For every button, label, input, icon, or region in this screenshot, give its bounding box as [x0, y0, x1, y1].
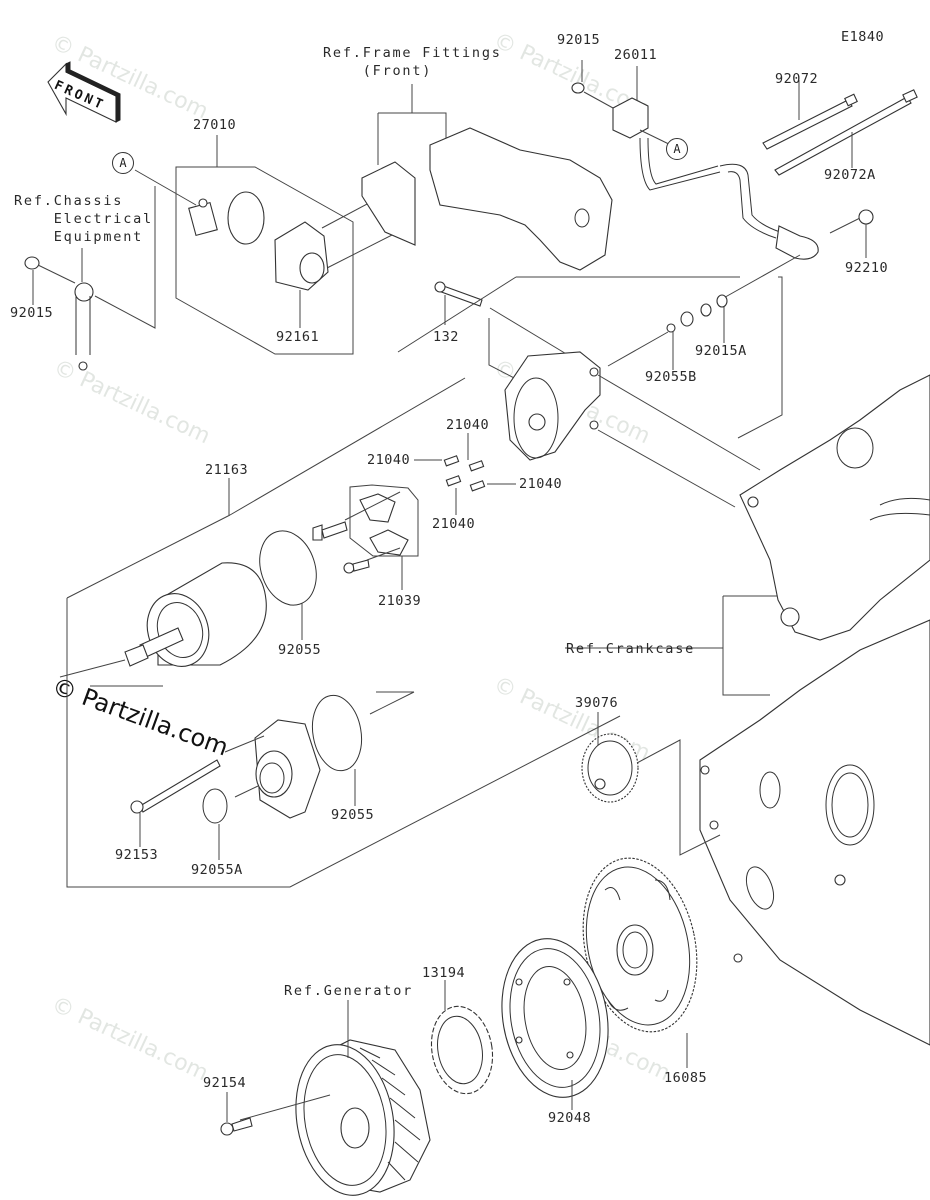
- bolt-132-part[interactable]: [434, 281, 483, 325]
- one-way-clutch-part: [430, 980, 494, 1095]
- starter-gear-part: [582, 857, 698, 1068]
- cable-ties-part: [762, 80, 918, 176]
- part-label-16085[interactable]: 16085: [664, 1070, 708, 1086]
- idle-gear-part: [581, 712, 721, 856]
- diagram-code: E1840: [841, 29, 885, 45]
- part-label-21040-b[interactable]: 21040: [446, 417, 490, 433]
- brush-springs-part: [414, 433, 516, 515]
- part-label-92154[interactable]: 92154: [203, 1075, 247, 1091]
- part-label-92055B[interactable]: 92055B: [645, 369, 697, 385]
- part-label-92161[interactable]: 92161: [276, 329, 320, 345]
- part-label-21039[interactable]: 21039: [378, 593, 422, 609]
- brush-holder-part: [312, 484, 419, 590]
- callout-a-right[interactable]: A: [666, 138, 688, 160]
- starter-motor-part[interactable]: [59, 562, 267, 687]
- bolt-92154-part: [220, 1092, 253, 1136]
- ref-chassis-electrical[interactable]: Ref.Chassis Electrical Equipment: [14, 193, 153, 245]
- frame-fitting-part: [361, 127, 613, 271]
- part-label-92015-chassis[interactable]: 92015: [10, 305, 54, 321]
- part-label-92015-relay[interactable]: 92015: [557, 32, 601, 48]
- part-label-92048[interactable]: 92048: [548, 1110, 592, 1126]
- part-label-21040-c[interactable]: 21040: [519, 476, 563, 492]
- end-cover-part: [504, 351, 761, 508]
- relay-damper-part[interactable]: [274, 221, 329, 328]
- chassis-lead-part: [24, 248, 94, 371]
- ref-crankcase[interactable]: Ref.Crankcase: [566, 641, 696, 657]
- starter-lead-part: [571, 60, 874, 301]
- ref-frame-fittings[interactable]: Ref.Frame Fittings (Front): [323, 45, 502, 79]
- part-label-92072A[interactable]: 92072A: [824, 167, 876, 183]
- washers-part: [607, 294, 728, 370]
- o-ring-92055-upper: [259, 530, 317, 640]
- long-bolt-92153-part: [130, 759, 221, 847]
- part-label-92153[interactable]: 92153: [115, 847, 159, 863]
- part-label-92210[interactable]: 92210: [845, 260, 889, 276]
- part-label-13194[interactable]: 13194: [422, 965, 466, 981]
- crankcase-part: [699, 374, 930, 1046]
- part-label-92055A[interactable]: 92055A: [191, 862, 243, 878]
- part-label-132[interactable]: 132: [433, 329, 459, 345]
- part-label-92055-lower[interactable]: 92055: [331, 807, 375, 823]
- starter-relay-part[interactable]: [188, 191, 265, 245]
- o-ring-92055-lower: [311, 691, 415, 806]
- part-label-39076[interactable]: 39076: [575, 695, 619, 711]
- part-label-27010[interactable]: 27010: [193, 117, 237, 133]
- part-label-26011[interactable]: 26011: [614, 47, 658, 63]
- front-cover-part: [224, 719, 321, 819]
- part-label-21163[interactable]: 21163: [205, 462, 249, 478]
- o-ring-92055A-part: [202, 788, 228, 860]
- part-label-21040-d[interactable]: 21040: [432, 516, 476, 532]
- clutch-holder-part: [501, 938, 609, 1110]
- callout-a-left[interactable]: A: [112, 152, 134, 174]
- part-label-92055-upper[interactable]: 92055: [278, 642, 322, 658]
- part-label-92072[interactable]: 92072: [775, 71, 819, 87]
- part-label-92015A[interactable]: 92015A: [695, 343, 747, 359]
- ref-generator[interactable]: Ref.Generator: [284, 983, 414, 999]
- generator-rotor-part: [239, 1000, 431, 1196]
- front-arrow-icon: [47, 61, 121, 123]
- part-label-21040-a[interactable]: 21040: [367, 452, 411, 468]
